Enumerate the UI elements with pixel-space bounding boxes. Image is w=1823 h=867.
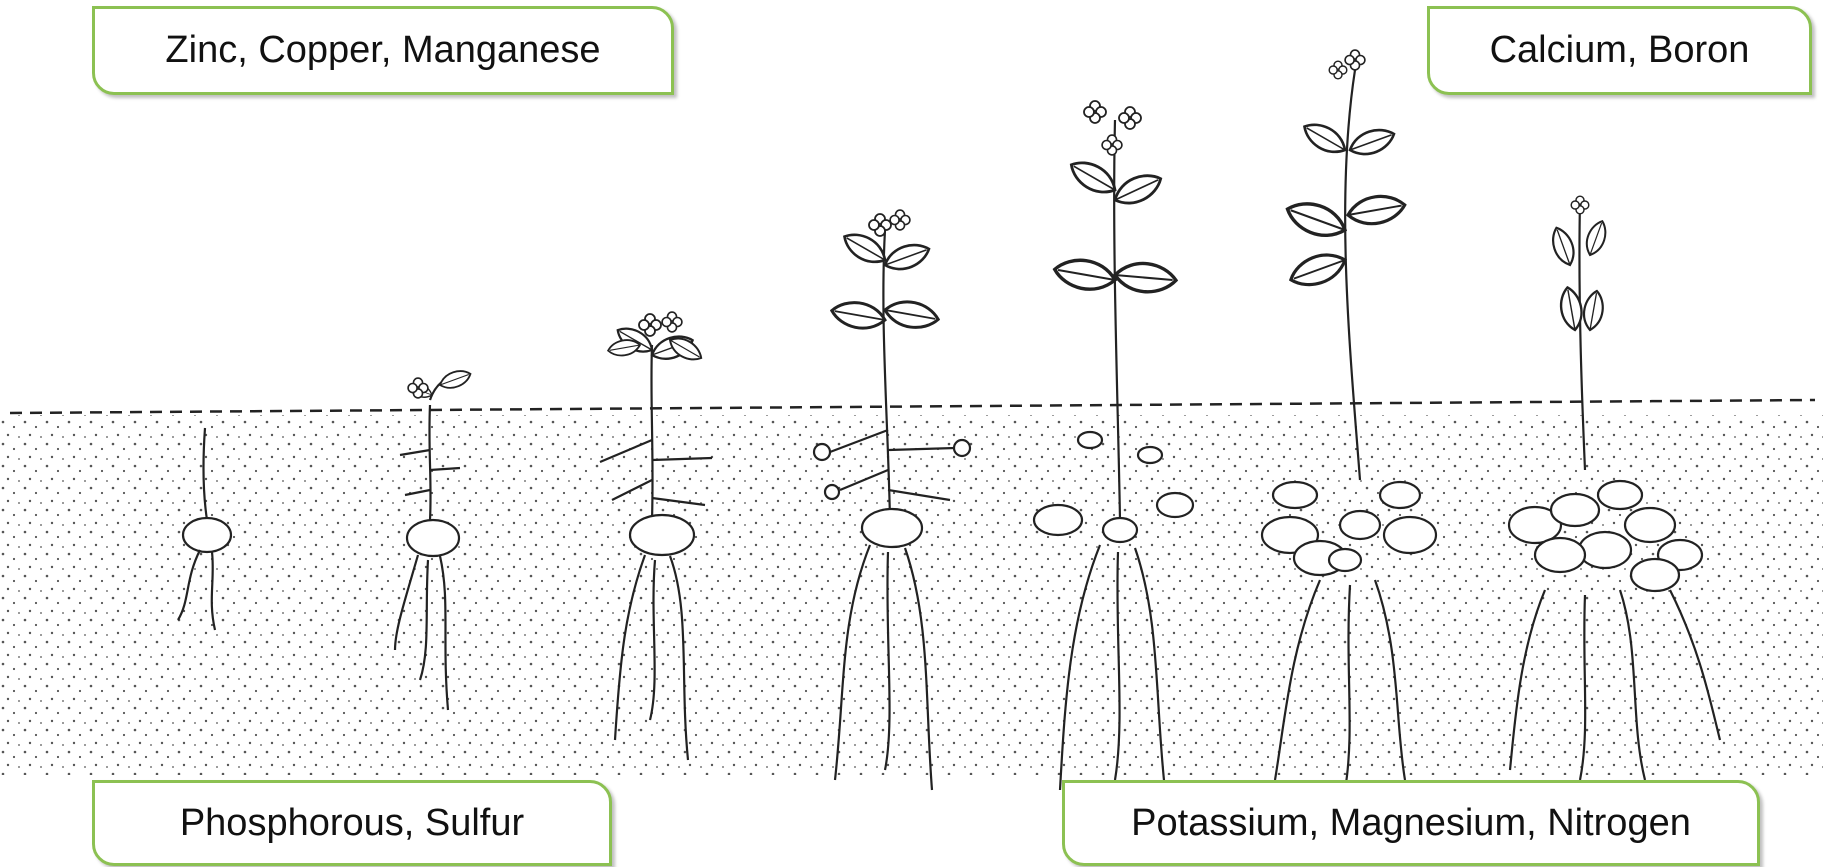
label-text: Calcium, Boron <box>1490 29 1750 72</box>
label-top-right: Calcium, Boron <box>1427 6 1812 95</box>
label-text: Zinc, Copper, Manganese <box>165 29 600 72</box>
label-text: Phosphorous, Sulfur <box>180 802 524 845</box>
label-top-left: Zinc, Copper, Manganese <box>92 6 674 95</box>
ground-line <box>10 400 1815 413</box>
soil-area <box>0 415 1823 775</box>
label-bottom-right: Potassium, Magnesium, Nitrogen <box>1062 780 1760 866</box>
label-bottom-left: Phosphorous, Sulfur <box>92 780 612 866</box>
label-text: Potassium, Magnesium, Nitrogen <box>1131 802 1691 845</box>
